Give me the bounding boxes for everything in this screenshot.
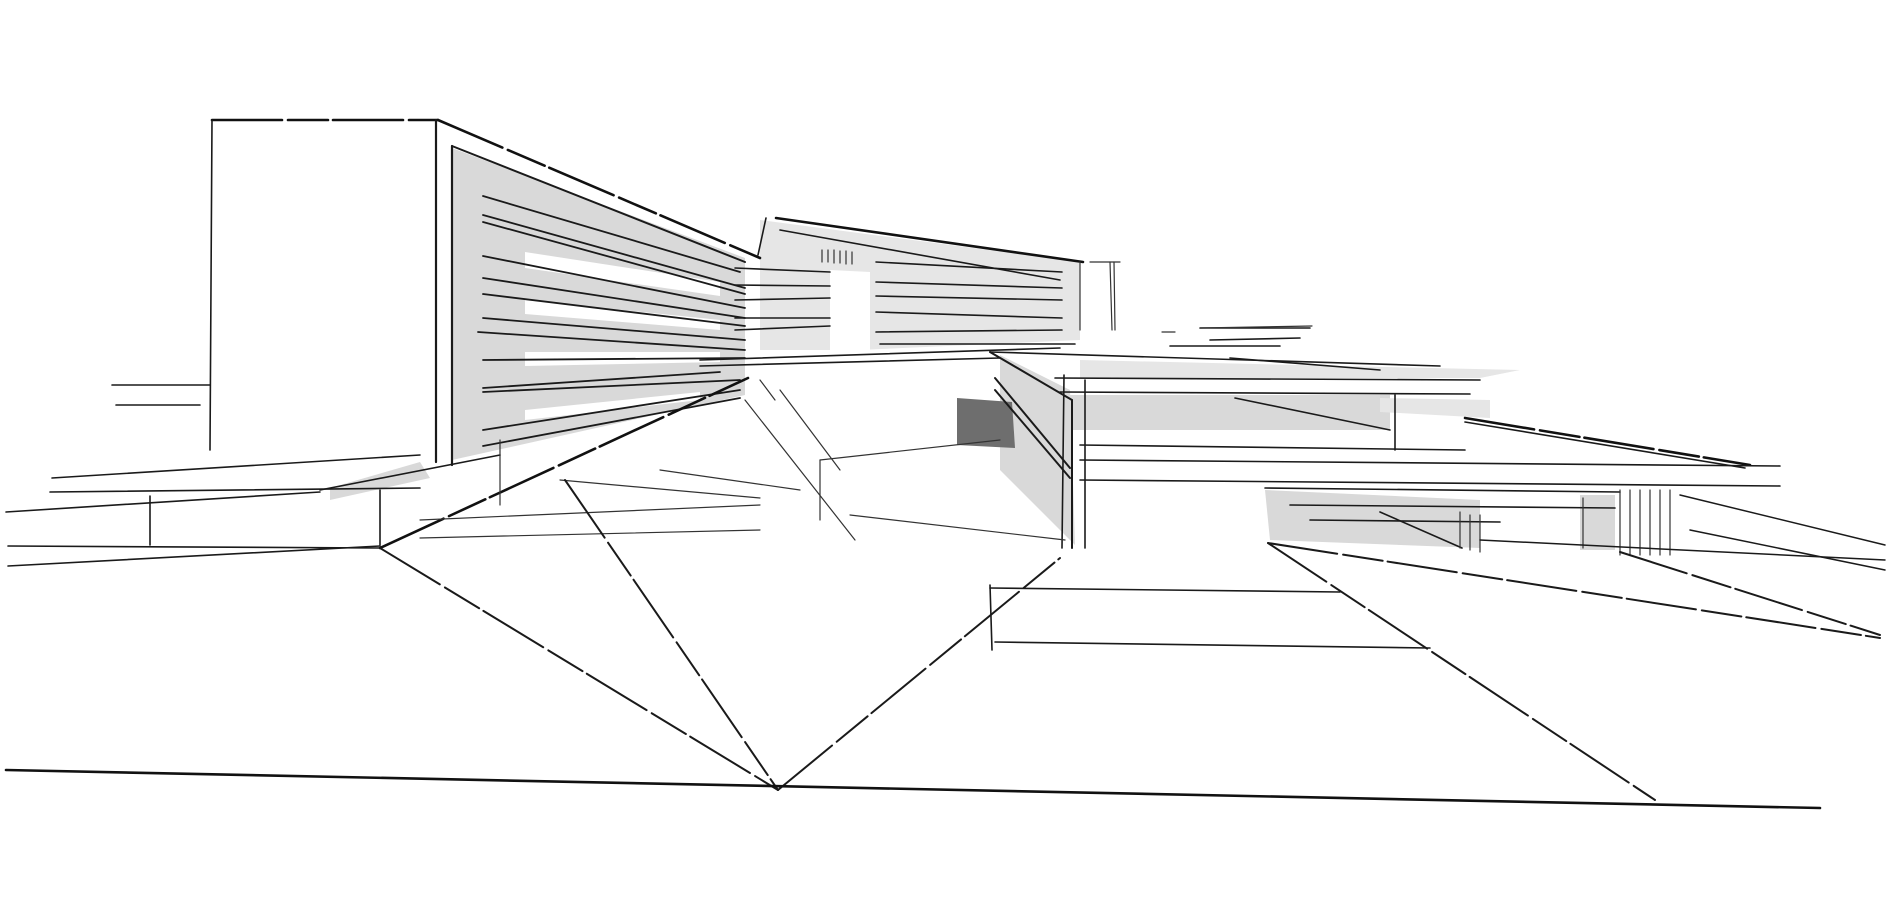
right-block-left-edge (1061, 374, 1065, 549)
ledge-shade (330, 462, 430, 500)
lower-right-shade (1265, 490, 1480, 548)
center-structure (419, 379, 1066, 541)
right-block-lines (1079, 444, 1781, 549)
roof-edge-shade (1380, 398, 1490, 418)
middle-block-top (774, 216, 1085, 264)
middle-gap (830, 270, 870, 350)
middle-block-edge (757, 217, 767, 256)
middle-hatch (821, 249, 853, 265)
roof-lines (699, 327, 1481, 395)
linework (4, 118, 1886, 810)
ramp-shade (1000, 355, 1075, 545)
column-shade (1580, 495, 1615, 550)
middle-block-right2 (1109, 261, 1113, 331)
ground-line (4, 768, 1822, 810)
facade-top-line (451, 145, 746, 263)
left-wall-shade (452, 148, 745, 460)
left-terrace (5, 384, 501, 567)
dark-opening (957, 398, 1015, 448)
tower-left-edge (209, 119, 213, 451)
canopy-line (1463, 416, 1752, 467)
diagonal (1234, 397, 1391, 431)
ground-diagonals (379, 479, 1881, 801)
canopy-line-2 (1464, 421, 1746, 469)
right-edge-lines (1479, 494, 1886, 571)
roof-shade (1080, 360, 1520, 378)
facade-louvres (477, 195, 746, 447)
ramp (989, 351, 1073, 549)
columns (1459, 489, 1671, 556)
middle-block-louvres (734, 229, 1076, 345)
window-band (525, 300, 720, 330)
roof-ticks (1089, 261, 1313, 333)
facade-shading (330, 148, 1615, 550)
facade-roofline (436, 118, 762, 260)
window-band (525, 252, 720, 296)
right-band-shade (1065, 395, 1390, 430)
plaza-lines (989, 584, 1431, 651)
left-ramp-diagonal (378, 376, 750, 550)
window-band (525, 392, 700, 420)
